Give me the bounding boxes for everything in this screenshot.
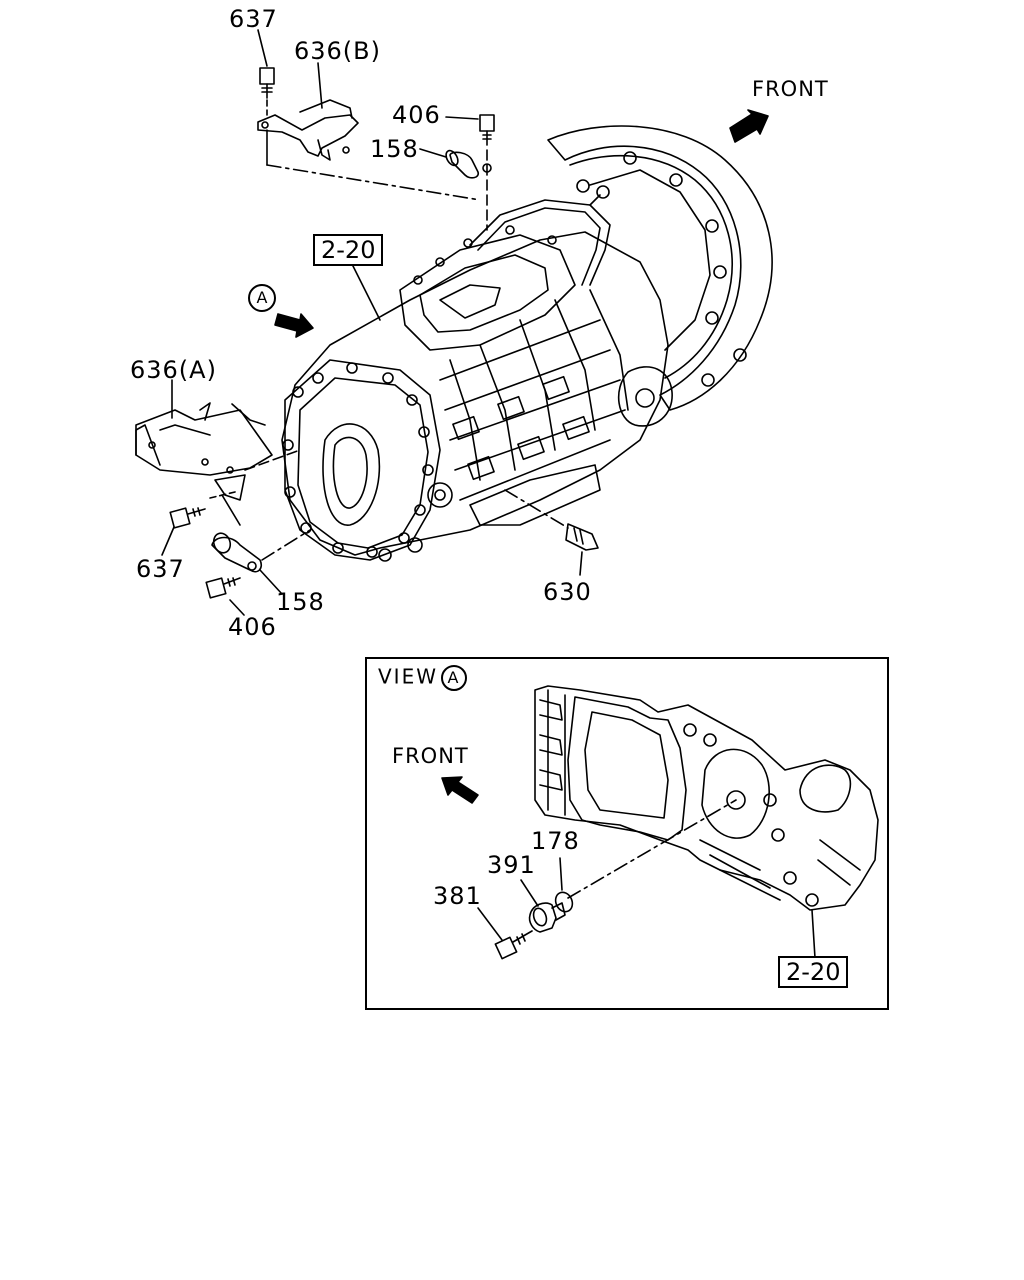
view-a-frame xyxy=(365,657,889,1010)
callout-630: 630 xyxy=(543,578,592,606)
reference-box-2-20: 2-20 xyxy=(313,234,384,266)
view-a-title-marker: A xyxy=(441,665,467,691)
view-a-reference-box-2-20: 2-20 xyxy=(778,956,849,988)
callout-637-top: 637 xyxy=(229,5,278,33)
front-label: FRONT xyxy=(752,77,829,101)
bracket-636b-group xyxy=(257,29,495,231)
transmission-drawing xyxy=(281,125,773,562)
callout-391: 391 xyxy=(487,851,536,879)
callout-406-bottom: 406 xyxy=(228,613,277,641)
view-arrow-icon xyxy=(274,313,314,338)
callout-637-left: 637 xyxy=(136,555,185,583)
callout-636a: 636(A) xyxy=(130,356,217,384)
callout-158-bottom: 158 xyxy=(276,588,325,616)
front-arrow-icon xyxy=(729,109,769,143)
callout-178: 178 xyxy=(531,827,580,855)
callout-158-top: 158 xyxy=(370,135,419,163)
callout-381: 381 xyxy=(433,882,482,910)
callout-406-top: 406 xyxy=(392,101,441,129)
view-marker: A xyxy=(248,284,276,312)
bracket-636a-group xyxy=(135,263,599,616)
front-arrow-icon xyxy=(441,776,479,804)
view-a-title-text: VIEW xyxy=(378,664,438,689)
callout-636b: 636(B) xyxy=(294,37,381,65)
view-a-front-label: FRONT xyxy=(392,744,469,768)
view-a-drawing xyxy=(477,685,879,960)
